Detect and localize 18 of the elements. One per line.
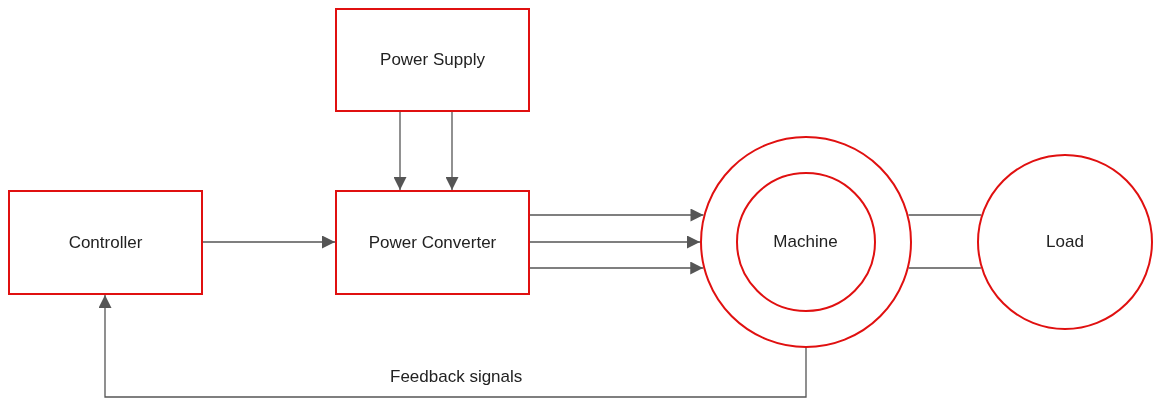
connector-line	[908, 267, 982, 269]
node-label: Power Supply	[380, 50, 485, 70]
process-box	[335, 190, 530, 295]
edge-label: Feedback signals	[388, 367, 525, 387]
arrow	[393, 111, 407, 191]
arrow	[98, 294, 807, 398]
arrow	[529, 208, 705, 222]
arrow	[529, 261, 704, 275]
arrow	[529, 235, 701, 249]
node-label: Machine	[773, 231, 838, 252]
connector-line	[907, 214, 982, 216]
process-box	[8, 190, 203, 295]
arrow	[445, 111, 459, 191]
node-label: Power Converter	[368, 232, 497, 253]
node-label: Controller	[68, 232, 143, 253]
arrow	[202, 235, 336, 249]
process-box	[335, 8, 530, 112]
node-label: Load	[1046, 232, 1084, 252]
